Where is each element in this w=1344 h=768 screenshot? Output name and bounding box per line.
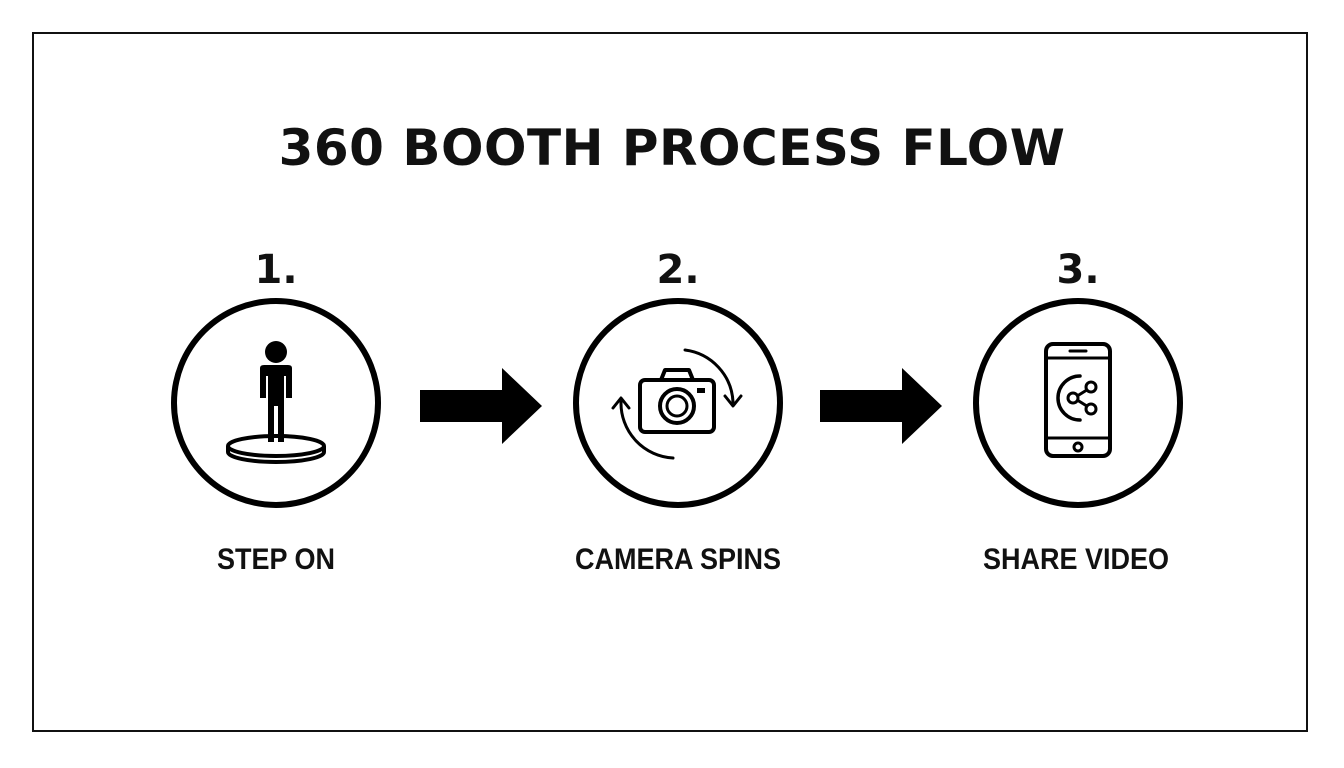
diagram-frame [32,32,1308,732]
step-3-label: SHARE VIDEO [982,543,1170,576]
step-1-circle [171,298,381,508]
diagram-title: 360 BOOTH PROCESS FLOW [278,119,1066,177]
phone-share-icon [1044,342,1112,458]
step-2-number: 2. [656,247,700,293]
person-on-turntable-icon [226,341,326,464]
arrow-right-icon [820,368,942,444]
step-3-number: 3. [1056,247,1100,293]
step-1-number: 1. [254,247,298,293]
step-1-label: STEP ON [216,543,336,576]
step-2-circle [573,298,783,508]
step-2-label: CAMERA SPINS [574,543,782,576]
rotating-camera-icon [611,348,743,460]
step-3-circle [973,298,1183,508]
arrow-right-icon [420,368,542,444]
